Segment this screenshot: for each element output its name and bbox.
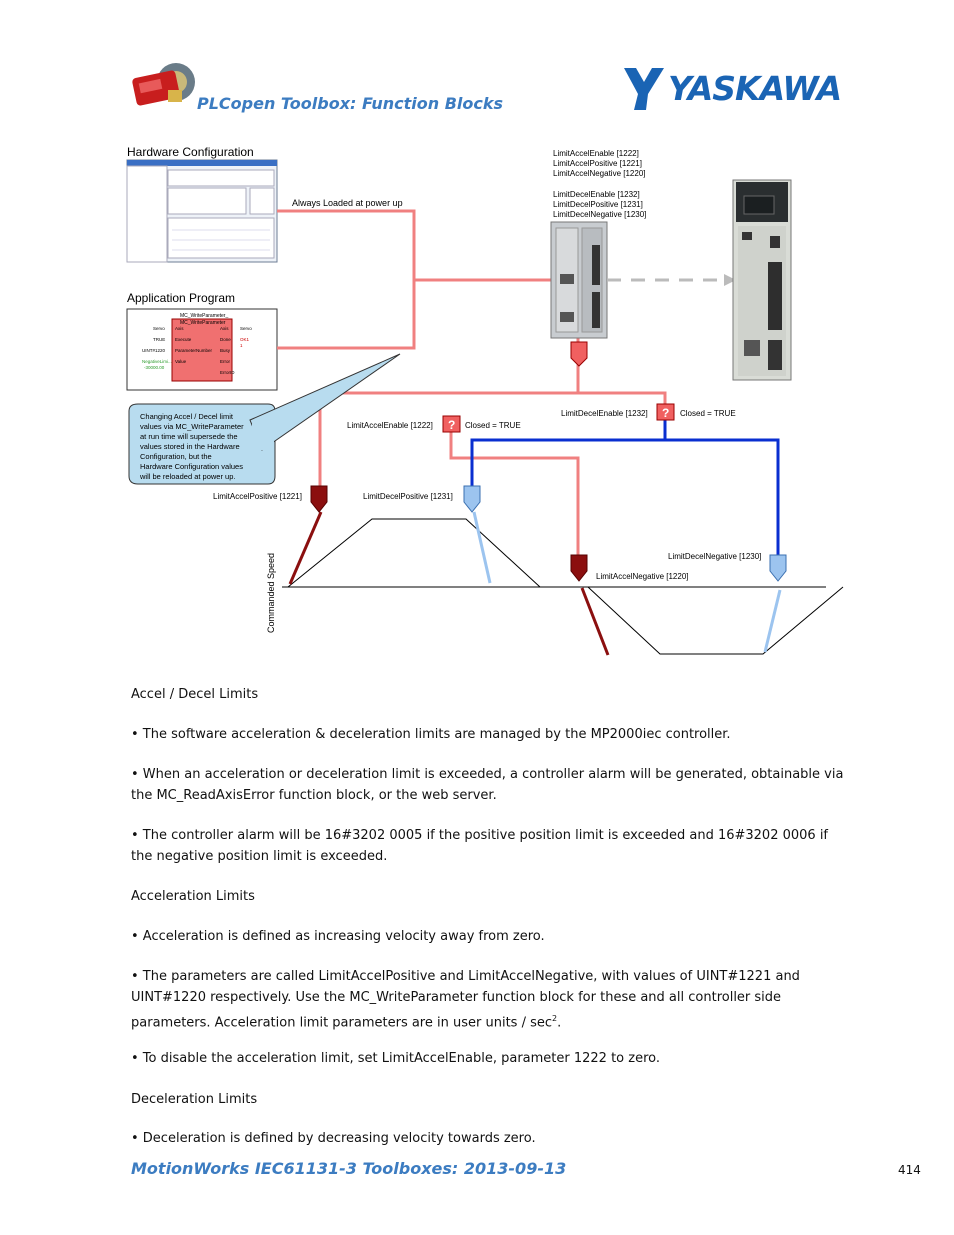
decel-positive-marker [463,485,481,513]
decel-closed-true: Closed = TRUE [680,409,736,418]
fb-input-axis: Axis [175,326,184,331]
accel-params-end: . [557,1015,562,1031]
fb-input-parameter: ParameterNumber [175,348,213,353]
paragraph-disable-acceleration: • To disable the acceleration limit, set… [131,1051,661,1066]
fb-var-servo-out: Servo [240,326,252,331]
decel-enable-switch: ? [656,403,675,421]
fb-input-execute: Execute [175,337,192,342]
application-program-label: Application Program [127,291,235,305]
accel-params-text: • The parameters are called LimitAccelPo… [131,969,800,1031]
accel-enable-switch: ? [442,415,461,433]
fb-output-error: Error [220,359,231,364]
svg-text:?: ? [448,418,455,432]
callout-line-5: Configuration, but the [140,452,212,461]
yaskawa-logo: YASKAWA [622,66,844,116]
accel-decel-diagram: Hardware Configuration Always Loaded at … [126,145,844,656]
fb-var-one: 1 [240,343,243,348]
param-decel-enable: LimitDecelEnable [1232] [553,190,640,199]
fb-output-busy: Busy [220,348,231,353]
paragraph-acceleration-parameters: • The parameters are called LimitAccelPo… [131,966,851,1033]
fb-var-servo-in: Servo [153,326,165,331]
svg-text:?: ? [662,406,669,420]
application-program-window: MC_WriteParameter_ MC_WriteParameter Axi… [126,308,278,391]
decel-enable-label: LimitDecelEnable [1232] [561,409,648,418]
speed-profile [282,511,844,656]
accel-positive-label: LimitAccelPositive [1221] [213,492,302,501]
callout-line-2: values via MC_WriteParameter [140,422,244,431]
fb-instance-label: MC_WriteParameter_ [180,313,228,319]
page-number: 414 [898,1163,921,1177]
fb-input-value: Value [175,359,187,364]
footer-title: MotionWorks IEC61131-3 Toolboxes: 2013-0… [131,1159,567,1178]
y-axis-label: Commanded Speed [266,553,276,633]
paragraph-deceleration-definition: • Deceleration is defined by decreasing … [131,1131,536,1146]
parameter-list: LimitAccelEnable [1222] LimitAccelPositi… [553,149,646,219]
controller-output-marker [570,341,588,367]
accel-closed-true: Closed = TRUE [465,421,521,430]
decel-negative-label: LimitDecelNegative [1230] [668,552,761,561]
heading-accel-decel-limits: Accel / Decel Limits [131,687,259,702]
fb-output-errorid: ErrorID [220,370,235,375]
fb-var-value: -30000.00 [144,365,165,370]
fb-type-label: MC_WriteParameter [180,320,226,326]
always-loaded-label: Always Loaded at power up [292,198,403,208]
callout-note: Changing Accel / Decel limit values via … [128,353,401,485]
param-accel-positive: LimitAccelPositive [1221] [553,159,642,168]
fb-var-ok1: OK1 [240,337,250,342]
paragraph-software-limits: • The software acceleration & decelerati… [131,727,731,742]
accel-positive-marker [310,485,328,513]
mp2000iec-controller [550,221,608,339]
callout-line-3: at run time will supersede the [140,432,238,441]
accel-negative-label: LimitAccelNegative [1220] [596,572,689,581]
plcopen-toolbox-logo [130,60,202,110]
fb-var-true: TRUE [153,337,165,342]
accel-enable-label: LimitAccelEnable [1222] [347,421,433,430]
callout-line-1: Changing Accel / Decel limit [140,412,234,421]
param-decel-positive: LimitDecelPositive [1231] [553,200,643,209]
paragraph-acceleration-definition: • Acceleration is defined as increasing … [131,929,545,944]
decel-path-lines [470,420,780,555]
header-title: PLCopen Toolbox: Function Blocks [197,94,504,113]
heading-acceleration-limits: Acceleration Limits [131,889,255,904]
paragraph-alarm-codes: • The controller alarm will be 16#3202 0… [131,828,829,864]
param-accel-enable: LimitAccelEnable [1222] [553,149,639,158]
decel-positive-label: LimitDecelPositive [1231] [363,492,453,501]
hardware-config-window [126,159,278,263]
param-accel-negative: LimitAccelNegative [1220] [553,169,646,178]
fb-output-axis: Axis [220,326,229,331]
accel-params-superscript: 2 [552,1014,558,1023]
callout-line-7: will be reloaded at power up. [139,472,235,481]
brand-text: YASKAWA [668,69,841,108]
hardware-config-label: Hardware Configuration [127,145,254,159]
dashed-arrow-head [724,274,736,286]
fb-output-done: Done [220,337,231,342]
callout-line-4: values stored in the Hardware [140,442,240,451]
decel-negative-marker [769,554,787,582]
fb-var-value-name: NegativeLimi... [142,359,172,364]
callout-line-6: Hardware Configuration values [140,462,243,471]
servo-drive [732,179,792,381]
heading-deceleration-limits: Deceleration Limits [131,1092,258,1107]
fb-var-param: UINT#1220 [142,348,166,353]
paragraph-limit-exceeded: • When an acceleration or deceleration l… [131,767,844,803]
accel-negative-marker [570,554,588,582]
param-decel-negative: LimitDecelNegative [1230] [553,210,646,219]
